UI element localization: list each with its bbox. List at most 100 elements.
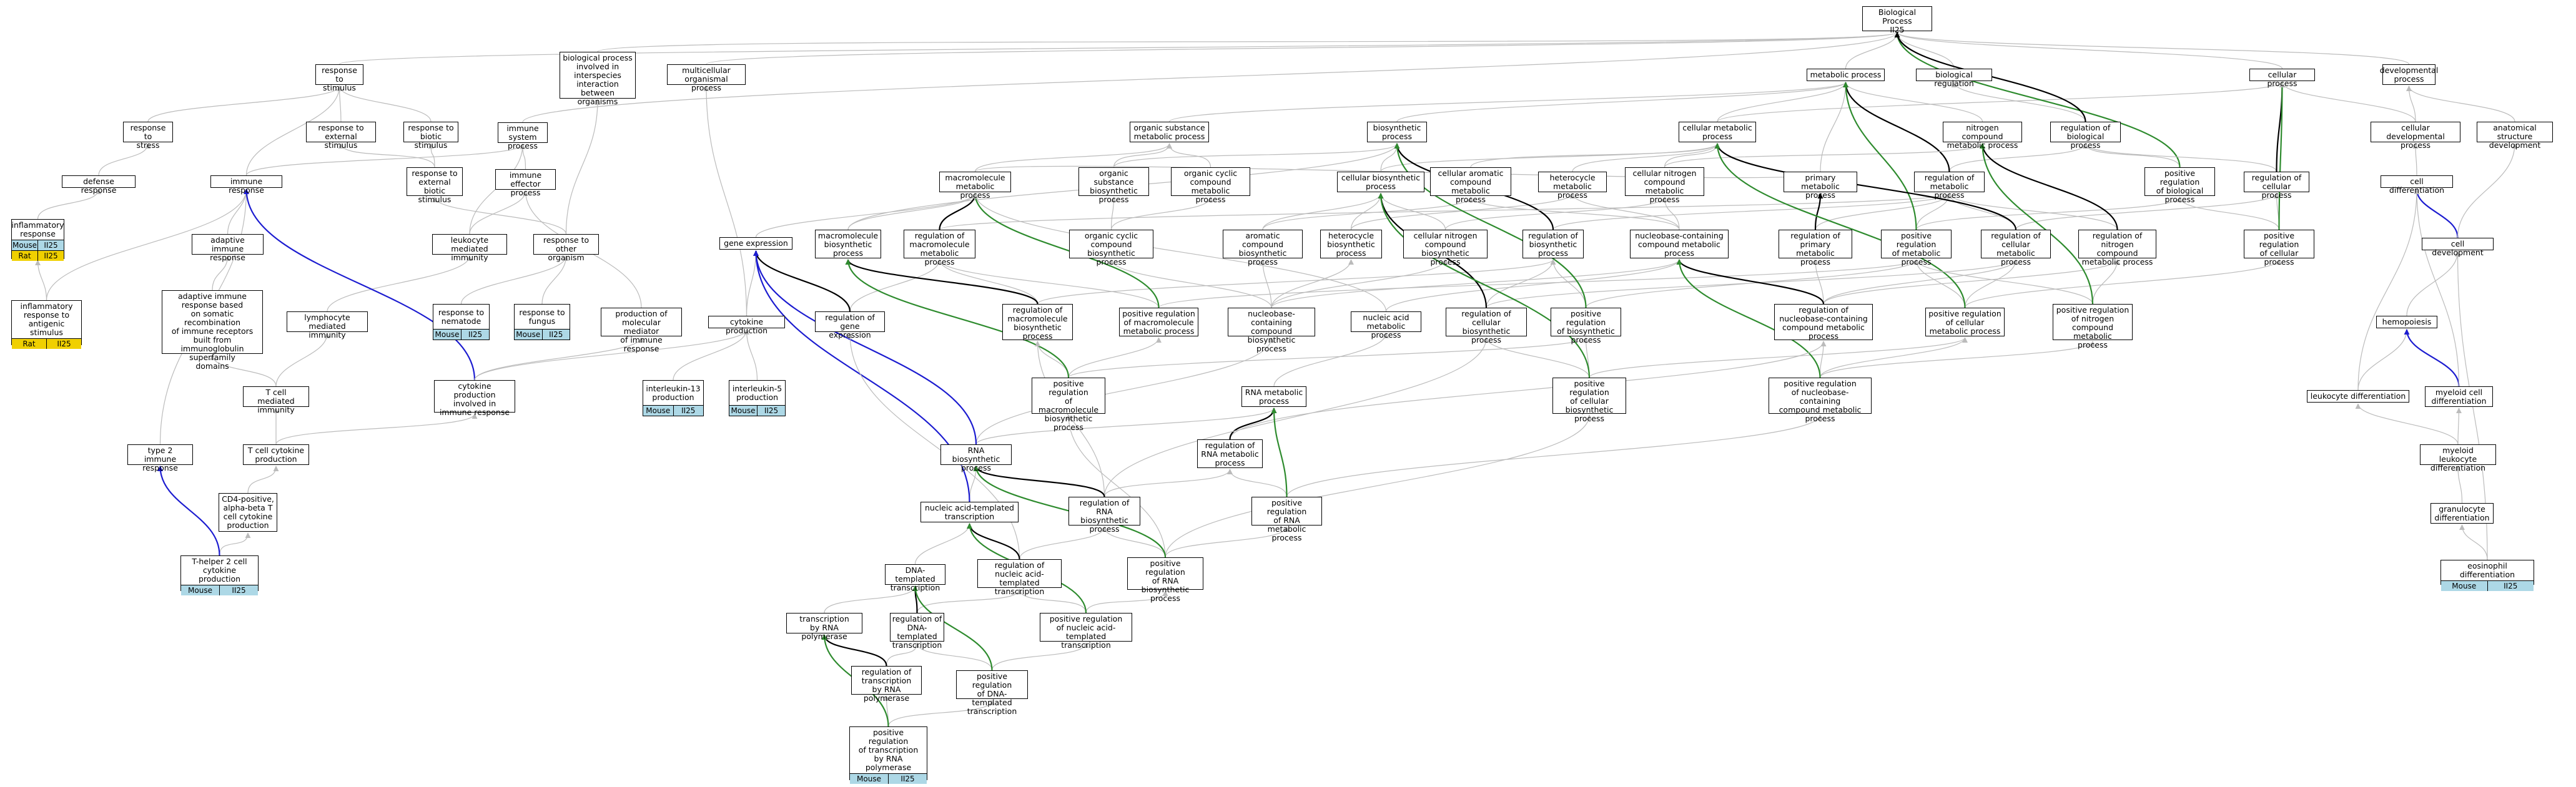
go-term-cytokine-prod[interactable]: cytokine production — [708, 316, 785, 335]
go-term-reg-cell-bios[interactable]: regulation of cellular biosynthetic proc… — [1446, 308, 1527, 345]
go-term-dna-templ-transc[interactable]: DNA-templated transcription — [885, 564, 945, 592]
go-term-reg-bio[interactable]: regulation of biological process — [2050, 122, 2121, 150]
go-term-pos-reg-bio[interactable]: positive regulation of biological proces… — [2144, 167, 2215, 204]
go-term-leuk-immunity[interactable]: leukocyte mediated immunity — [432, 234, 507, 262]
go-term-granulocyte-diff[interactable]: granulocyte differentiation — [2430, 503, 2494, 524]
go-term-cell-arom-met[interactable]: cellular aromatic compound metabolic pro… — [1430, 167, 1511, 204]
go-term-reg-rna-bios[interactable]: regulation of RNA biosynthetic process — [1068, 497, 1140, 534]
go-term-multicellular[interactable]: multicellular organismal process — [667, 64, 746, 92]
go-term-resp-ext-biotic[interactable]: response to external biotic stimulus — [407, 167, 463, 204]
go-term-t-cell-cytokine[interactable]: T cell cytokine production — [243, 444, 309, 465]
go-term-reg-bios[interactable]: regulation of biosynthetic process — [1522, 230, 1584, 258]
go-term-gene-expr[interactable]: gene expression — [719, 237, 792, 250]
go-term-developmental[interactable]: developmental process — [2380, 64, 2438, 85]
go-term-nucleic-acid-met[interactable]: nucleic acid metabolic process — [1351, 311, 1421, 340]
go-term-reg-cell-met[interactable]: regulation of cellular metabolic process — [1981, 230, 2051, 266]
go-term-transc-rnapol[interactable]: transcription by RNA polymerase — [786, 613, 862, 641]
go-term-hemopoiesis[interactable]: hemopoiesis — [2376, 316, 2437, 328]
go-term-resp-stim[interactable]: response to stimulus — [315, 64, 363, 92]
go-term-adaptive-somatic[interactable]: adaptive immune response based on somati… — [162, 290, 263, 371]
go-term-arom-bios[interactable]: aromatic compound biosynthetic process — [1223, 230, 1303, 266]
go-term-nitrogen-met[interactable]: nitrogen compound metabolic process — [1943, 122, 2022, 150]
go-term-nucleic-templ-transc[interactable]: nucleic acid-templated transcription — [920, 502, 1019, 522]
go-term-pos-reg-macromol-bios[interactable]: positive regulation of macromolecule bio… — [1032, 378, 1105, 432]
go-term-bp[interactable]: Biological Process II25 — [1862, 6, 1932, 34]
go-term-immune-effector[interactable]: immune effector process — [495, 169, 556, 197]
go-term-heterocycle-bios[interactable]: heterocycle biosynthetic process — [1320, 230, 1382, 258]
go-term-reg-cell-proc[interactable]: regulation of cellular process — [2244, 172, 2309, 200]
go-term-myeloid-diff[interactable]: myeloid cell differentiation — [2425, 386, 2493, 407]
go-term-bio-reg[interactable]: biological regulation — [1916, 69, 1992, 88]
go-term-reg-nucleobase-met[interactable]: regulation of nucleobase-containing comp… — [1774, 304, 1873, 341]
go-term-anat-struct-dev[interactable]: anatomical structure development — [2477, 122, 2553, 150]
go-term-resp-stress[interactable]: response to stress — [123, 122, 173, 150]
go-term-reg-macromol-met[interactable]: regulation of macromolecule metabolic pr… — [904, 230, 975, 266]
go-term-cell-diff[interactable]: cell differentiation — [2381, 175, 2453, 195]
go-term-org-cyclic-bios[interactable]: organic cyclic compound biosynthetic pro… — [1069, 230, 1153, 266]
go-term-pos-reg-nitro-met[interactable]: positive regulation of nitrogen compound… — [2053, 304, 2133, 350]
go-term-pos-reg-macromol-met[interactable]: positive regulation of macromolecule met… — [1119, 308, 1198, 336]
go-term-inflam-antigenic[interactable]: inflammatory response to antigenic stimu… — [11, 300, 82, 349]
go-term-pos-reg-nucleic-transc[interactable]: positive regulation of nucleic acid-temp… — [1040, 613, 1132, 650]
go-term-macromol-bios[interactable]: macromolecule biosynthetic process — [815, 230, 881, 258]
go-term-pos-reg-cell-bios[interactable]: positive regulation of cellular biosynth… — [1552, 378, 1626, 423]
go-term-nucleobase-bios[interactable]: nucleobase-containing compound biosynthe… — [1228, 308, 1315, 353]
go-term-resp-ext-stim[interactable]: response to external stimulus — [306, 122, 376, 150]
go-term-metabolic[interactable]: metabolic process — [1807, 69, 1885, 81]
go-term-reg-rna-met[interactable]: regulation of RNA metabolic process — [1197, 439, 1263, 468]
go-term-pos-reg-nucleobase-met[interactable]: positive regulation of nucleobase-contai… — [1769, 378, 1872, 423]
go-term-reg-nucleic-transc[interactable]: regulation of nucleic acid-templated tra… — [977, 559, 1062, 596]
go-term-reg-primary-met[interactable]: regulation of primary metabolic process — [1779, 230, 1852, 266]
go-term-immune-resp[interactable]: immune response — [210, 175, 282, 195]
go-term-resp-other-org[interactable]: response to other organism — [533, 234, 599, 262]
go-term-pos-reg-dna-transc[interactable]: positive regulation of DNA-templated tra… — [956, 670, 1028, 716]
go-term-cell-development[interactable]: cell development — [2422, 238, 2494, 257]
go-term-cell-nitro-bios[interactable]: cellular nitrogen compound biosynthetic … — [1403, 230, 1488, 266]
go-term-myeloid-leuk-diff[interactable]: myeloid leukocyte differentiation — [2420, 444, 2496, 472]
go-term-pos-reg-transc-rnapol[interactable]: positive regulation of transcription by … — [849, 726, 927, 784]
go-term-org-subst-met[interactable]: organic substance metabolic process — [1130, 122, 1209, 142]
go-term-reg-nitro-met[interactable]: regulation of nitrogen compound metaboli… — [2078, 230, 2156, 266]
go-term-reg-transc-rnapol[interactable]: regulation of transcription by RNA polym… — [851, 666, 922, 703]
go-term-nucleobase-met[interactable]: nucleobase-containing compound metabolic… — [1630, 230, 1729, 258]
go-term-cell-met[interactable]: cellular metabolic process — [1679, 122, 1756, 142]
go-term-heterocycle-met[interactable]: heterocycle metabolic process — [1538, 172, 1607, 200]
go-term-resp-biotic[interactable]: response to biotic stimulus — [403, 122, 458, 150]
go-term-cellular-proc[interactable]: cellular process — [2249, 69, 2315, 88]
go-term-rna-met[interactable]: RNA metabolic process — [1241, 386, 1306, 407]
go-term-primary-met[interactable]: primary metabolic process — [1784, 172, 1857, 200]
go-term-pos-reg-bios[interactable]: positive regulation of biosynthetic proc… — [1551, 308, 1621, 345]
go-term-pos-reg-met[interactable]: positive regulation of metabolic process — [1881, 230, 1952, 266]
go-term-cell-bios[interactable]: cellular biosynthetic process — [1337, 172, 1424, 192]
go-term-cytokine-prod-immune[interactable]: cytokine production involved in immune r… — [434, 380, 515, 417]
go-term-org-subst-bios[interactable]: organic substance biosynthetic process — [1078, 167, 1149, 204]
go-term-adaptive[interactable]: adaptive immune response — [192, 234, 264, 262]
go-term-macromol-met[interactable]: macromolecule metabolic process — [939, 172, 1011, 200]
go-term-cell-dev-proc[interactable]: cellular developmental process — [2371, 122, 2460, 150]
go-term-reg-met[interactable]: regulation of metabolic process — [1914, 172, 1985, 200]
go-term-pos-reg-cell-met[interactable]: positive regulation of cellular metaboli… — [1925, 308, 2005, 336]
go-term-lymph-immunity[interactable]: lymphocyte mediated immunity — [287, 311, 368, 340]
go-term-defense[interactable]: defense response — [62, 175, 136, 195]
go-term-rna-bios[interactable]: RNA biosynthetic process — [940, 444, 1012, 472]
go-term-reg-dna-transc[interactable]: regulation of DNA-templated transcriptio… — [890, 613, 944, 650]
go-term-pos-reg-rna-bios[interactable]: positive regulation of RNA biosynthetic … — [1127, 557, 1203, 603]
go-term-biosynthetic[interactable]: biosynthetic process — [1367, 122, 1427, 142]
go-term-t-cell-immunity[interactable]: T cell mediated immunity — [243, 386, 309, 414]
go-term-type2-immune[interactable]: type 2 immune response — [127, 444, 193, 472]
go-term-leuk-diff[interactable]: leukocyte differentiation — [2307, 390, 2409, 403]
go-term-reg-gene-expr[interactable]: regulation of gene expression — [815, 311, 885, 340]
go-term-cell-nitro-met[interactable]: cellular nitrogen compound metabolic pro… — [1625, 167, 1704, 204]
go-term-org-cyclic-met[interactable]: organic cyclic compound metabolic proces… — [1171, 167, 1250, 204]
go-term-pos-reg-cell-proc[interactable]: positive regulation of cellular process — [2244, 230, 2314, 266]
go-term-immune-sys[interactable]: immune system process — [498, 122, 548, 150]
go-term-pos-reg-rna-met[interactable]: positive regulation of RNA metabolic pro… — [1251, 497, 1322, 542]
go-term-prod-mol-mediator[interactable]: production of molecular mediator of immu… — [601, 308, 682, 353]
